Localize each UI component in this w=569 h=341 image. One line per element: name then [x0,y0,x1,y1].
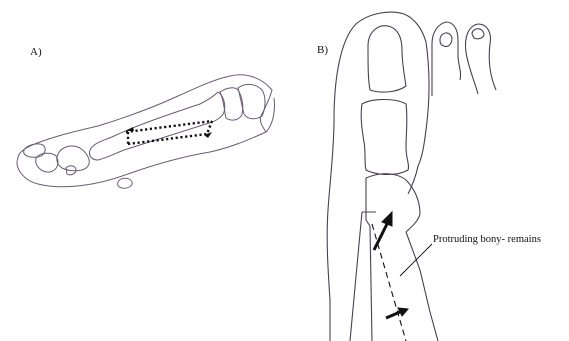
arrowhead-left [126,127,134,131]
panel-a-foot-drawing [17,75,275,188]
first-metatarsal [89,92,224,160]
metatarsal-shaft-b [366,178,372,341]
osteotomy-dotted-path [126,121,212,144]
panel-b-arrows [374,212,408,318]
phalanx-distal [24,144,45,157]
great-toe-outline-right [408,42,429,194]
osteotomy-arrowheads [126,127,212,138]
arrowhead-right [204,132,212,138]
phalanx-middle [36,153,58,172]
panel-b-toe-drawing [327,12,496,341]
phalanx-proximal [57,146,89,171]
great-toe-outline [327,12,426,341]
arrow-head-up [382,212,392,226]
remains-outline [350,212,438,341]
distal-phalanx-b [368,26,406,92]
protruding-bony-remains-label: Protruding bony- remains [433,234,541,245]
callout-leader-line [400,244,432,276]
nail-second-toe [440,33,452,47]
foot-outline [17,75,272,187]
proximal-phalanx-b [361,100,408,175]
sesamoid-lower [118,178,132,188]
metatarsal-head-b [366,174,420,232]
nail-third-toe [472,29,484,39]
arrow-shaft-up [374,222,388,250]
third-toe-outline [466,24,497,94]
arrow-head-right [398,308,408,316]
